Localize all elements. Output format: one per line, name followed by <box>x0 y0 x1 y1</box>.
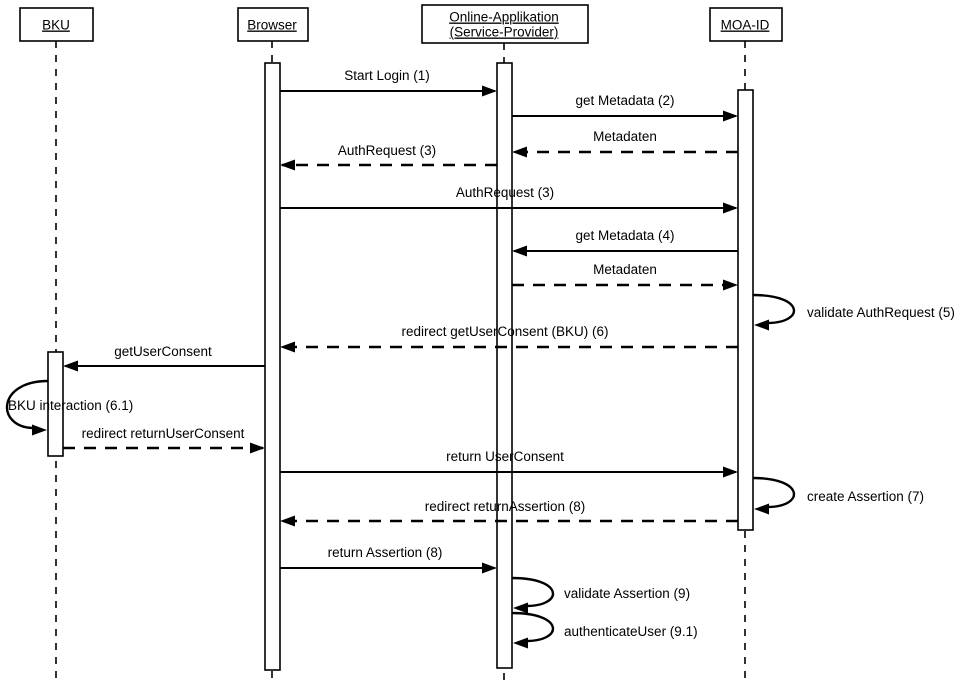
arrow-head <box>513 637 528 649</box>
arrow-head <box>723 279 738 291</box>
message-label-m5: AuthRequest (3) <box>456 185 554 200</box>
self-message-s1[interactable] <box>752 293 796 331</box>
arrow-head <box>512 245 527 257</box>
message-m11[interactable] <box>280 466 738 478</box>
lifeline-box-bku[interactable] <box>19 7 94 42</box>
message-label-m8: redirect getUserConsent (BKU) (6) <box>401 324 608 339</box>
arrow-head <box>280 341 295 353</box>
message-m5[interactable] <box>280 202 738 214</box>
lifeline-header-boxes-layer: BKU Browser Online-Applikation(Service-Pro… <box>19 4 783 44</box>
lifeline-title-bku: BKU <box>42 18 70 33</box>
message-label-m7: Metadaten <box>593 262 657 277</box>
activation-bar-bku-0[interactable] <box>47 351 64 457</box>
message-label-m3: Metadaten <box>593 129 657 144</box>
arrow-head <box>63 360 78 372</box>
activation-bar-browser-0[interactable] <box>264 62 281 671</box>
arrow-head <box>280 159 295 171</box>
message-m12[interactable] <box>280 515 738 527</box>
message-label-m1: Start Login (1) <box>344 68 430 83</box>
self-message-arc-s4 <box>511 576 555 608</box>
arrow-head <box>482 85 497 97</box>
message-m6[interactable] <box>512 245 738 257</box>
lifeline-box-browser[interactable] <box>237 7 309 42</box>
self-message-s5[interactable] <box>511 611 555 649</box>
arrow-head <box>250 442 265 454</box>
message-label-m13: return Assertion (8) <box>328 545 443 560</box>
message-m13[interactable] <box>280 562 497 574</box>
message-label-m9: getUserConsent <box>114 344 212 359</box>
lifeline-box-oa[interactable] <box>421 4 589 44</box>
arrow-head <box>512 146 527 158</box>
arrow-head <box>723 202 738 214</box>
message-m3[interactable] <box>512 146 738 158</box>
arrow-head <box>482 562 497 574</box>
self-message-s2[interactable] <box>6 379 49 436</box>
lifeline-title-moaid: MOA-ID <box>721 18 770 33</box>
message-m9[interactable] <box>63 360 265 372</box>
self-messages-layer <box>6 293 796 649</box>
activation-bar-moaid-0[interactable] <box>737 89 754 531</box>
message-label-m11: return UserConsent <box>446 449 564 464</box>
message-m2[interactable] <box>512 110 738 122</box>
activation-bars-layer <box>47 62 754 671</box>
self-message-s3[interactable] <box>752 476 796 515</box>
self-message-arc-s2 <box>6 379 49 430</box>
arrow-head <box>32 424 47 436</box>
activation-bar-oa-0[interactable] <box>496 62 513 669</box>
message-label-m10: redirect returnUserConsent <box>82 426 245 441</box>
messages-layer <box>63 85 738 574</box>
message-m10[interactable] <box>63 442 265 454</box>
self-message-label-s1: validate AuthRequest (5) <box>807 305 955 320</box>
lifeline-title-browser: Browser <box>247 18 297 33</box>
self-message-label-s2: BKU interaction (6.1) <box>8 398 133 413</box>
self-message-arc-s5 <box>511 611 555 643</box>
arrow-head <box>513 602 528 614</box>
self-message-label-s3: create Assertion (7) <box>807 489 924 504</box>
message-label-m4: AuthRequest (3) <box>338 143 436 158</box>
arrow-head <box>754 503 769 515</box>
message-m4[interactable] <box>280 159 497 171</box>
self-message-s4[interactable] <box>511 576 555 614</box>
message-m7[interactable] <box>512 279 738 291</box>
self-message-arc-s1 <box>752 293 796 325</box>
self-message-arc-s3 <box>752 476 796 509</box>
lifeline-box-moaid[interactable] <box>709 7 783 42</box>
message-label-m6: get Metadata (4) <box>575 228 674 243</box>
message-label-m2: get Metadata (2) <box>575 93 674 108</box>
self-message-label-s4: validate Assertion (9) <box>564 586 690 601</box>
message-m1[interactable] <box>280 85 497 97</box>
labels-layer: Start Login (1) get Metadata (2) Metadaten… <box>8 68 955 639</box>
arrow-head <box>723 466 738 478</box>
message-m8[interactable] <box>280 341 738 353</box>
message-label-m12: redirect returnAssertion (8) <box>425 499 586 514</box>
arrow-head <box>280 515 295 527</box>
lifeline-title-oa: Online-Applikation(Service-Provider) <box>449 10 559 40</box>
arrow-head <box>723 110 738 122</box>
self-message-label-s5: authenticateUser (9.1) <box>564 624 698 639</box>
arrow-head <box>754 319 769 331</box>
